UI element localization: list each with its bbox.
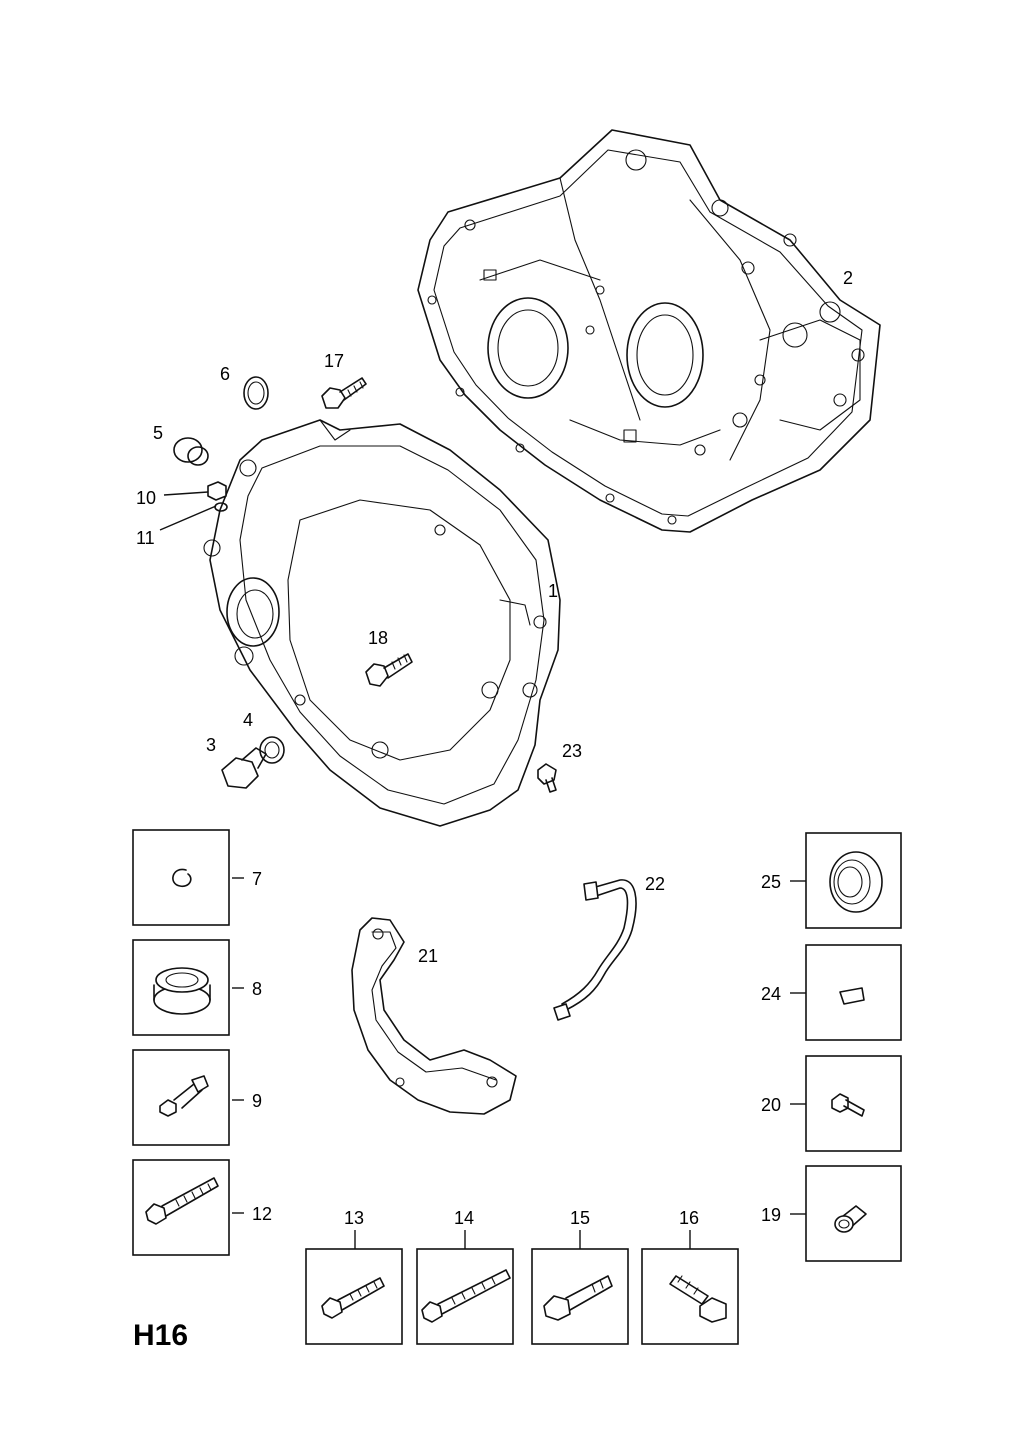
box-part-20 — [805, 1055, 902, 1152]
box-part-19 — [805, 1165, 902, 1262]
callout-20: 20 — [761, 1095, 781, 1115]
bolt-part-18 — [365, 653, 413, 687]
box-part-7 — [132, 829, 230, 926]
callout-8: 8 — [252, 979, 262, 999]
box-part-13 — [305, 1248, 403, 1345]
callout-2: 2 — [843, 268, 853, 288]
callout-19: 19 — [761, 1205, 781, 1225]
clutch-housing-part-1 — [203, 419, 561, 827]
drain-plug-part-3 — [221, 747, 267, 789]
box-part-9 — [132, 1049, 230, 1146]
callout-12: 12 — [252, 1204, 272, 1224]
callout-14: 14 — [454, 1208, 474, 1228]
callout-24: 24 — [761, 984, 781, 1004]
box-part-16 — [641, 1248, 739, 1345]
callout-15: 15 — [570, 1208, 590, 1228]
bolt-part-23 — [537, 763, 557, 793]
leader-lines — [159, 491, 806, 1249]
plug-part-5 — [173, 437, 209, 466]
shield-part-21 — [351, 917, 517, 1115]
o-ring-part-6 — [243, 376, 269, 410]
callout-10: 10 — [136, 488, 156, 508]
callout-4: 4 — [243, 710, 253, 730]
box-part-25 — [805, 832, 902, 929]
callout-7: 7 — [252, 869, 262, 889]
callout-11: 11 — [136, 528, 155, 548]
box-part-8 — [132, 939, 230, 1036]
callout-6: 6 — [220, 364, 230, 384]
callout-5: 5 — [153, 423, 163, 443]
callout-21: 21 — [418, 946, 438, 966]
callout-25: 25 — [761, 872, 781, 892]
plug-part-10 — [207, 481, 227, 501]
callout-17: 17 — [324, 351, 344, 371]
box-part-24 — [805, 944, 902, 1041]
callout-13: 13 — [344, 1208, 364, 1228]
box-part-15 — [531, 1248, 629, 1345]
transmission-case-part-2 — [417, 129, 881, 533]
bolt-part-17 — [321, 377, 367, 409]
tube-part-22 — [553, 879, 637, 1021]
callout-1: 1 — [548, 581, 558, 601]
callout-22: 22 — [645, 874, 665, 894]
callout-23: 23 — [562, 741, 582, 761]
washer-part-4 — [259, 736, 285, 764]
box-part-12 — [132, 1159, 230, 1256]
callout-18: 18 — [368, 628, 388, 648]
box-part-14 — [416, 1248, 514, 1345]
callout-3: 3 — [206, 735, 216, 755]
diagram-title: H16 — [133, 1319, 188, 1352]
callout-9: 9 — [252, 1091, 262, 1111]
callout-16: 16 — [679, 1208, 699, 1228]
